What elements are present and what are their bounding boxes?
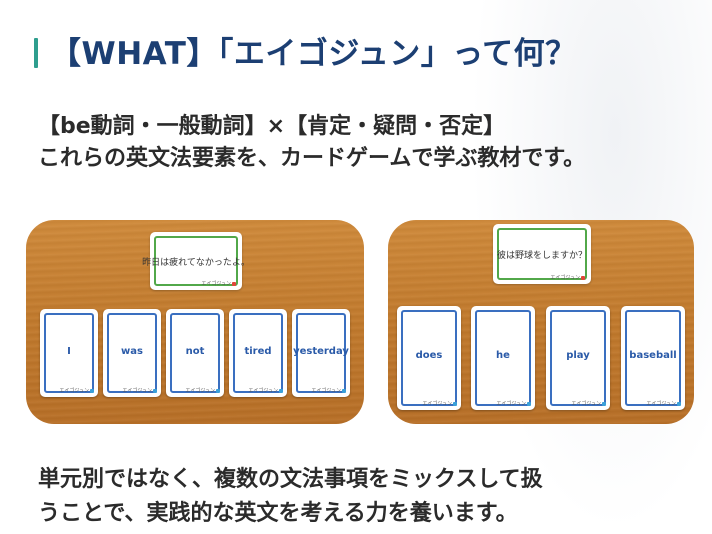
- word-card-frame: [170, 313, 220, 393]
- question-card-frame: 彼は野球をしますか？: [497, 228, 587, 280]
- card-brand: エイゴジュン: [571, 400, 606, 407]
- word-card: does エイゴジュン: [397, 306, 461, 410]
- logo-mark: [527, 401, 531, 406]
- card-brand: エイゴジュン: [201, 280, 236, 287]
- brand-text: エイゴジュン: [201, 281, 231, 287]
- word-card-frame: [296, 313, 346, 393]
- word-text: he: [496, 349, 510, 361]
- question-card-frame: 昨日は疲れてなかったよ。: [142, 236, 250, 286]
- logo-mark: [216, 388, 220, 393]
- brand-text: エイゴジュン: [550, 275, 580, 281]
- logo-mark: [677, 401, 681, 406]
- title-accent-bar: [34, 38, 38, 68]
- card-brand: エイゴジュン: [248, 387, 283, 394]
- logo-mark: [232, 281, 236, 286]
- card-brand: エイゴジュン: [646, 400, 681, 407]
- card-brand: エイゴジュン: [59, 387, 94, 394]
- page-title: 【WHAT】「エイゴジュン」って何？: [50, 36, 577, 72]
- word-card-frame: [401, 310, 457, 406]
- question-text: 昨日は疲れてなかったよ。: [142, 257, 250, 268]
- logo-mark: [342, 388, 346, 393]
- word-card-frame: [107, 313, 157, 393]
- word-card: tired エイゴジュン: [229, 309, 287, 397]
- word-text: play: [566, 349, 590, 361]
- description-line-2: うことで、実践的な英文を考える力を養います。: [38, 501, 518, 526]
- logo-mark: [581, 275, 585, 280]
- card-brand: エイゴジュン: [550, 274, 585, 281]
- subtitle-line-2: これらの英文法要素を、カードゲームで学ぶ教材です。: [38, 146, 586, 171]
- card-brand: エイゴジュン: [311, 387, 346, 394]
- word-card-frame: [44, 313, 94, 393]
- word-text: was: [121, 345, 143, 357]
- word-card: yesterday エイゴジュン: [292, 309, 350, 397]
- word-text: does: [415, 349, 443, 361]
- word-card: not エイゴジュン: [166, 309, 224, 397]
- word-card: he エイゴジュン: [471, 306, 535, 410]
- word-text: I: [67, 345, 71, 357]
- logo-mark: [602, 401, 606, 406]
- description: 単元別ではなく、複数の文法事項をミックスして扱 うことで、実践的な英文を考える力…: [38, 463, 543, 531]
- question-card: 昨日は疲れてなかったよ。 エイゴジュン: [142, 232, 250, 290]
- logo-mark: [453, 401, 457, 406]
- word-card-frame: [475, 310, 531, 406]
- word-card: I エイゴジュン: [40, 309, 98, 397]
- word-card-frame: [550, 310, 606, 406]
- logo-mark: [90, 388, 94, 393]
- word-card: play エイゴジュン: [546, 306, 610, 410]
- description-line-1: 単元別ではなく、複数の文法事項をミックスして扱: [38, 467, 543, 492]
- word-text: not: [185, 345, 205, 357]
- question-text: 彼は野球をしますか？: [497, 250, 588, 261]
- photo-cards-left: 昨日は疲れてなかったよ。 エイゴジュン I エイゴジュン was エイゴジュン …: [26, 220, 364, 424]
- word-card: was エイゴジュン: [103, 309, 161, 397]
- word-card: baseball エイゴジュン: [621, 306, 685, 410]
- logo-mark: [279, 388, 283, 393]
- card-brand: エイゴジュン: [122, 387, 157, 394]
- word-card-frame: [625, 310, 681, 406]
- subtitle-line-1: 【be動詞・一般動詞】×【肯定・疑問・否定】: [38, 114, 506, 139]
- word-text: baseball: [629, 349, 677, 361]
- question-card: 彼は野球をしますか？ エイゴジュン: [493, 224, 591, 284]
- card-brand: エイゴジュン: [422, 400, 457, 407]
- word-card-frame: [233, 313, 283, 393]
- word-text: yesterday: [293, 345, 349, 357]
- photo-cards-right: 彼は野球をしますか？ エイゴジュン does エイゴジュン he エイゴジュン …: [388, 220, 694, 424]
- logo-mark: [153, 388, 157, 393]
- card-brand: エイゴジュン: [185, 387, 220, 394]
- word-text: tired: [244, 345, 272, 357]
- card-brand: エイゴジュン: [496, 400, 531, 407]
